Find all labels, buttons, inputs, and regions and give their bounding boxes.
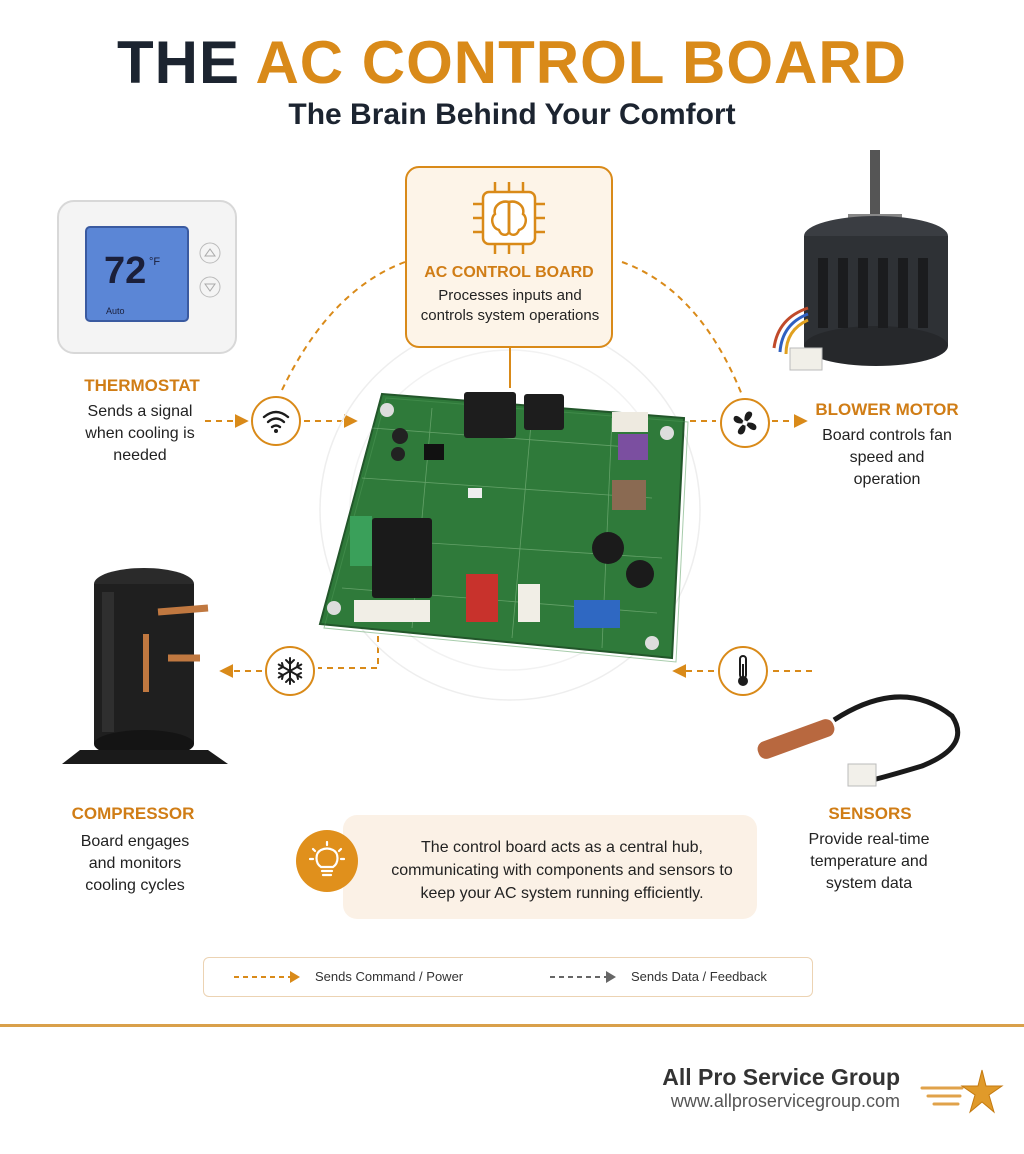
- brain-chip-icon: [473, 182, 545, 254]
- page-subtitle: The Brain Behind Your Comfort: [288, 98, 736, 131]
- blower-motor-image: [772, 150, 948, 371]
- control-board-image: [318, 392, 689, 663]
- legend-data-arrow: [550, 971, 616, 983]
- blower-motor-description: Board controls fan speed and operation: [822, 427, 952, 488]
- legend-data-label: Sends Data / Feedback: [631, 969, 767, 984]
- page-title: THE AC CONTROL BOARD: [0, 28, 1024, 98]
- lightbulb-icon: [296, 830, 358, 892]
- compressor-image: [62, 568, 228, 764]
- thermostat-description: Sends a signal when cooling is needed: [85, 403, 195, 464]
- brand-name: All Pro Service Group: [662, 1064, 900, 1090]
- sensors-description: Provide real-time temperature and system…: [808, 831, 930, 892]
- control-board-box: AC CONTROL BOARD Processes inputs and co…: [405, 166, 613, 348]
- thermostat-display-temp: 72: [104, 250, 147, 292]
- thermostat-title: THERMOSTAT: [84, 376, 200, 395]
- info-text: The control board acts as a central hub,…: [391, 839, 733, 902]
- star-logo-icon: [920, 1069, 1004, 1114]
- sensor-image: [757, 694, 961, 787]
- thermometer-icon: [718, 646, 768, 696]
- sensors-title: SENSORS: [828, 804, 912, 823]
- title-part2: AC CONTROL BOARD: [255, 29, 907, 96]
- legend: [203, 957, 813, 997]
- control-board-description: Processes inputs and controls system ope…: [420, 287, 600, 324]
- blower-motor-title: BLOWER MOTOR: [815, 400, 959, 419]
- compressor-title: COMPRESSOR: [71, 804, 195, 823]
- fan-icon: [720, 398, 770, 448]
- thermostat-display-unit: °F: [149, 256, 161, 268]
- legend-command-label: Sends Command / Power: [315, 969, 464, 984]
- wifi-icon: [251, 396, 301, 446]
- footer-divider: [0, 1024, 1024, 1027]
- thermostat-image: [57, 200, 237, 354]
- snowflake-icon: [265, 646, 315, 696]
- info-box: [343, 815, 757, 919]
- control-board-title: AC CONTROL BOARD: [424, 264, 594, 281]
- thermostat-display-mode: Auto: [106, 306, 125, 316]
- brand-url: www.allproservicegroup.com: [670, 1091, 900, 1111]
- title-part1: THE: [117, 29, 240, 96]
- compressor-description: Board engages and monitors cooling cycle…: [80, 833, 190, 894]
- legend-command-arrow: [234, 971, 300, 983]
